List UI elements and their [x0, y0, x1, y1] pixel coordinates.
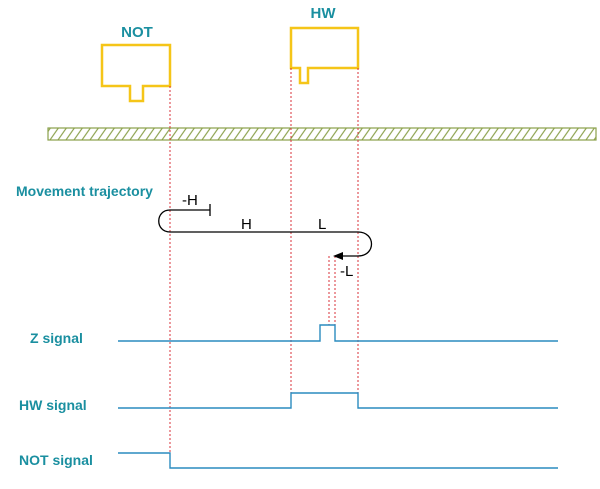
not-signal-label: NOT signal [19, 452, 93, 468]
l-label: L [318, 216, 326, 233]
hw-signal-trace [118, 392, 558, 409]
z-signal-trace [118, 324, 558, 342]
hatched-rail [47, 127, 597, 141]
left-uturn [158, 209, 171, 233]
hw-signal-label: HW signal [19, 397, 87, 413]
neg-h-label: -H [182, 192, 198, 209]
not-sensor: NOT [100, 24, 172, 103]
not-sensor-shape [100, 43, 172, 103]
not-signal-trace [118, 452, 558, 469]
signal-traces [118, 324, 558, 469]
h-label: H [241, 216, 252, 233]
right-uturn [357, 231, 373, 257]
trajectory-title: Movement trajectory [16, 183, 153, 199]
hw-sensor-label: HW [311, 5, 337, 22]
neg-l-label: -L [340, 263, 353, 280]
hw-sensor-shape [289, 26, 360, 85]
neg-l-arrowhead [333, 252, 343, 260]
not-sensor-label: NOT [121, 24, 153, 41]
z-signal-label: Z signal [30, 330, 83, 346]
trajectory-path [158, 204, 373, 257]
hw-sensor: HW [289, 5, 360, 85]
